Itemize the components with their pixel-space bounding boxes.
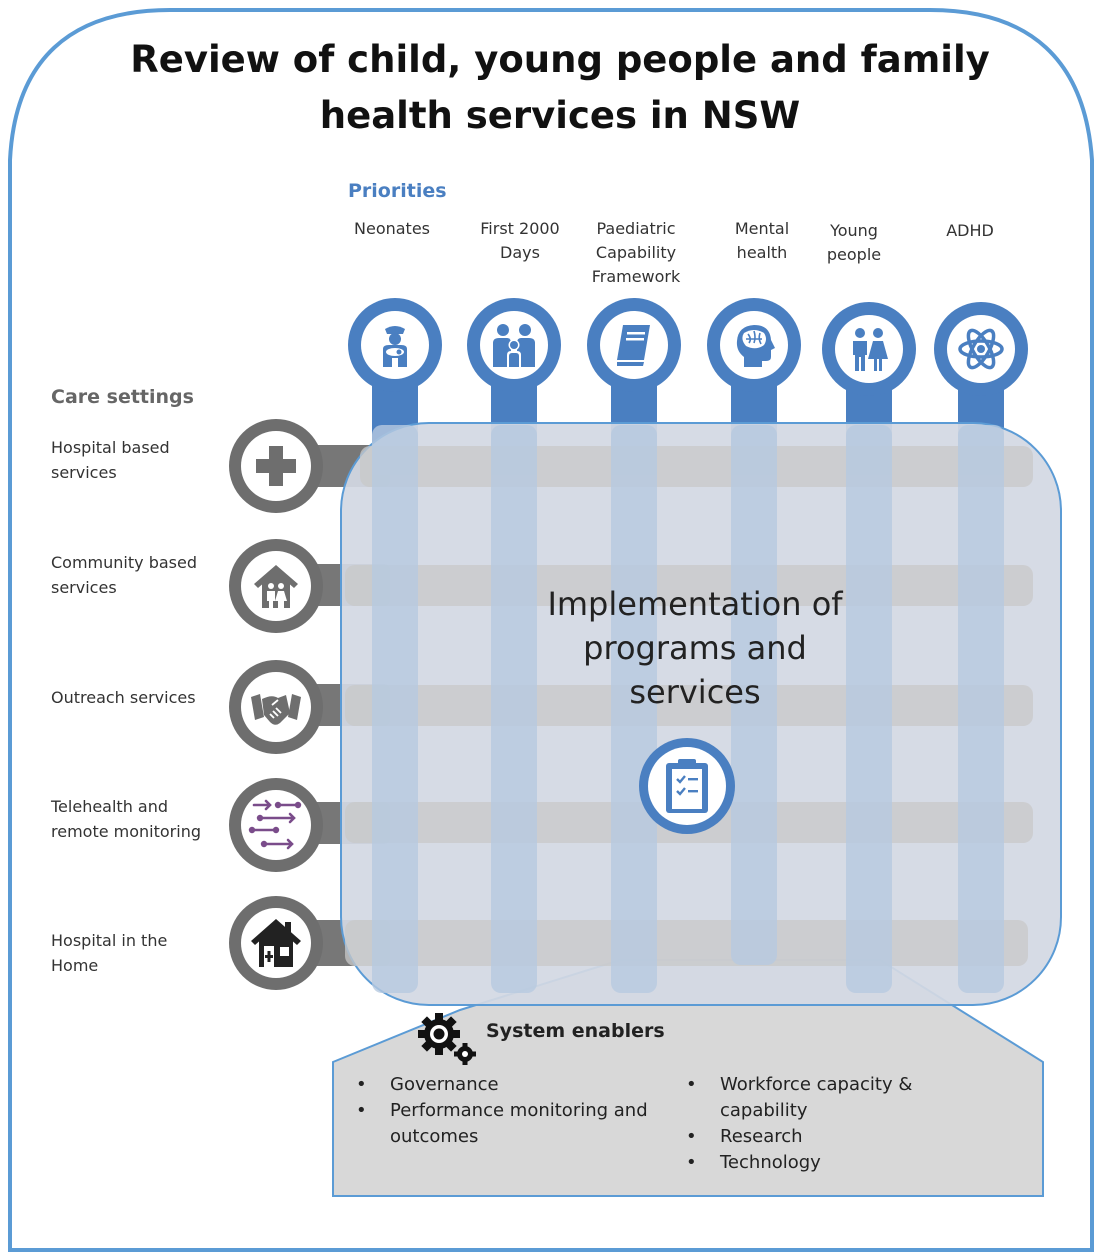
community-house-icon (254, 565, 298, 608)
priority-label-line: First 2000 (480, 219, 560, 238)
page-title: Review of child, young people and family… (80, 32, 1040, 144)
priority-label-line: Capability (595, 243, 677, 262)
care-label-line: services (51, 463, 117, 482)
enabler-item: Research (682, 1124, 962, 1150)
handshake-icon (251, 694, 301, 725)
priority-label-young-people: Young people (789, 219, 919, 267)
care-label-line: Outreach services (51, 688, 196, 707)
brain-head-icon (736, 325, 775, 367)
priority-label-line: Young (830, 221, 878, 240)
enablers-list-left: Governance Performance monitoring and ou… (352, 1072, 672, 1150)
system-enablers-title: System enablers (486, 1020, 665, 1042)
priority-label-first-2000-days: First 2000 Days (455, 217, 585, 265)
care-label-telehealth: Telehealth and remote monitoring (51, 794, 221, 844)
care-label-line: Home (51, 956, 99, 975)
gears-icon (418, 1013, 476, 1065)
priority-label-line: Framework (591, 267, 681, 286)
care-label-line: Hospital based (51, 438, 170, 457)
priority-label-line: Neonates (354, 219, 430, 238)
implementation-line: Implementation of (547, 585, 843, 623)
enabler-item: Technology (682, 1150, 962, 1176)
title-line-1: Review of child, young people and family (130, 38, 990, 81)
implementation-line: services (629, 673, 761, 711)
house-medical-icon (251, 919, 301, 967)
book-icon (617, 325, 650, 366)
care-label-line: Hospital in the (51, 931, 168, 950)
implementation-text: Implementation of programs and services (520, 582, 870, 714)
care-label-line: remote monitoring (51, 822, 201, 841)
care-label-outreach: Outreach services (51, 685, 221, 710)
care-label-line: Community based (51, 553, 197, 572)
enabler-item: Workforce capacity & capability (682, 1072, 962, 1124)
priority-label-line: Days (500, 243, 540, 262)
priority-label-paediatric-capability: Paediatric Capability Framework (571, 217, 701, 289)
clipboard-check-icon (666, 759, 708, 813)
care-label-hospital-in-home: Hospital in the Home (51, 928, 221, 978)
priority-label-line: Mental (734, 219, 790, 238)
care-label-hospital-based: Hospital based services (51, 435, 221, 485)
medical-cross-icon (256, 446, 296, 486)
priority-label-line: people (826, 245, 882, 264)
priority-label-adhd: ADHD (905, 219, 1035, 243)
priority-label-line: Paediatric (596, 219, 676, 238)
care-settings-heading: Care settings (51, 386, 194, 408)
nurse-baby-icon (383, 326, 407, 367)
priority-label-neonates: Neonates (327, 217, 457, 241)
enablers-list-right: Workforce capacity & capability Research… (682, 1072, 962, 1176)
care-label-line: Telehealth and (51, 797, 169, 816)
atom-icon (958, 328, 1004, 370)
title-line-2: health services in NSW (319, 94, 801, 137)
grid-columns (372, 425, 1004, 993)
enabler-item: Performance monitoring and outcomes (352, 1098, 672, 1150)
family-icon (493, 324, 535, 367)
priority-label-line: health (736, 243, 788, 262)
boy-girl-icon (853, 328, 888, 371)
connection-arrows-icon (248, 799, 302, 850)
enabler-item: Governance (352, 1072, 672, 1098)
priorities-heading: Priorities (348, 180, 447, 202)
care-label-community-based: Community based services (51, 550, 221, 600)
priority-label-mental-health: Mental health (697, 217, 827, 265)
priority-label-line: ADHD (946, 221, 994, 240)
care-label-line: services (51, 578, 117, 597)
priority-icon-circles (348, 298, 1028, 396)
implementation-line: programs and (583, 629, 807, 667)
